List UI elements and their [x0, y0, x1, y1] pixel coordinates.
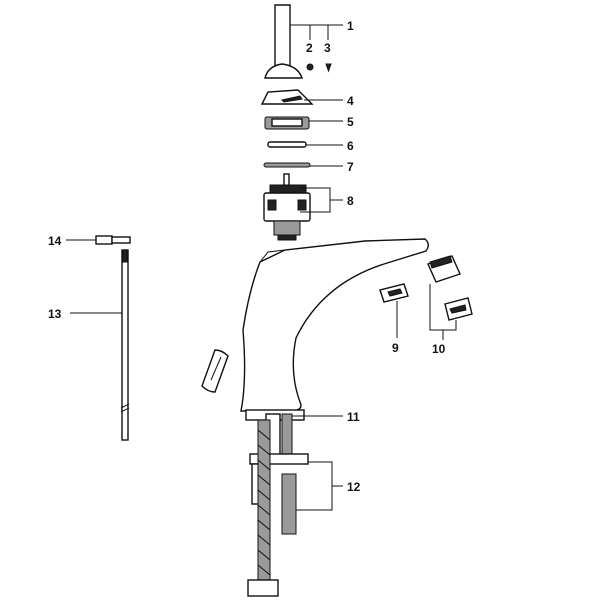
callout-12: 12	[347, 480, 361, 494]
part-5-nut	[264, 116, 310, 130]
part-8-cartridge	[263, 173, 311, 241]
callout-7: 7	[347, 160, 354, 174]
callout-3: 3	[324, 41, 331, 55]
callout-1: 1	[347, 19, 354, 33]
part-2-screw	[306, 63, 314, 71]
callout-11: 11	[347, 410, 360, 424]
faucet-body	[240, 238, 429, 412]
part-7-o-ring	[263, 162, 311, 168]
flexible-hose	[247, 419, 279, 597]
callout-6: 6	[347, 139, 354, 153]
part-9-aerator	[379, 283, 409, 303]
part-6-washer	[267, 141, 307, 148]
callout-5: 5	[347, 115, 354, 129]
callout-8: 8	[347, 194, 354, 208]
part-1-lever-handle	[264, 4, 303, 79]
side-pop-up-link	[201, 349, 229, 393]
part-4-cap	[260, 89, 314, 105]
callout-13: 13	[48, 307, 62, 321]
part-13-pop-up-rod	[120, 249, 130, 441]
callout-9: 9	[392, 341, 399, 355]
callout-2: 2	[306, 41, 313, 55]
callout-4: 4	[347, 94, 354, 108]
leader-lines	[66, 24, 457, 511]
part-3-screw	[325, 63, 332, 73]
callout-10: 10	[432, 342, 446, 356]
part-11-mounting-stud	[245, 409, 305, 457]
callout-14: 14	[48, 234, 62, 248]
part-10-aerator-insert	[427, 255, 473, 321]
part-14-rod-tip	[95, 235, 131, 245]
